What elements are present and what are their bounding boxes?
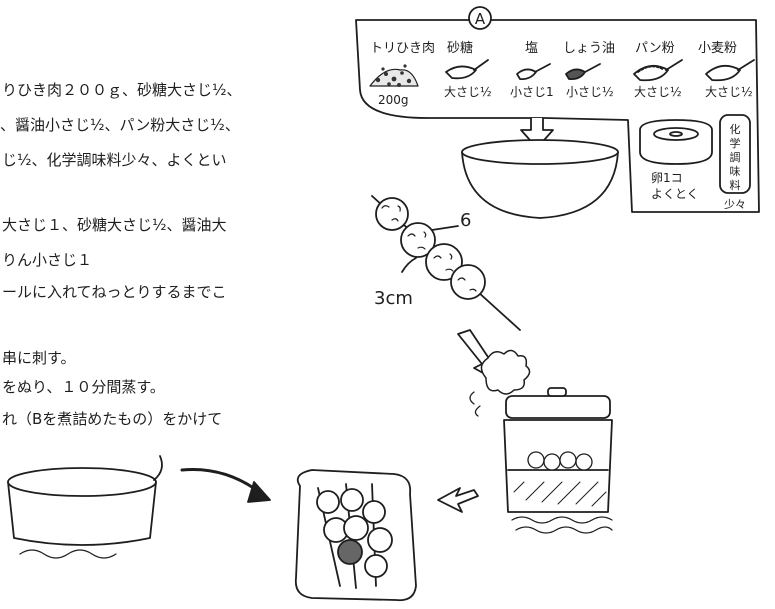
- ground-meat-icon: [369, 64, 419, 87]
- ingredient-name-salt: 塩: [525, 41, 538, 56]
- ball-size-label: 3cm: [374, 288, 413, 309]
- egg-note: よくとく: [651, 187, 699, 201]
- ingredient-amount-flour: 大さじ½: [705, 85, 753, 99]
- egg-dish-icon: [639, 119, 713, 165]
- recipe-line-7: 串に刺す。: [2, 349, 76, 367]
- steamer-pot-icon: [469, 349, 613, 534]
- ingredient-name-sugar: 砂糖: [447, 40, 473, 56]
- curved-arrow-head-icon: [247, 481, 271, 503]
- ingredient-amount-sugar: 大さじ½: [444, 85, 492, 99]
- recipe-text-column: りひき肉２００ｇ、砂糖大さじ½、 、醤油小さじ½、パン粉大さじ½、 じ½、化学調…: [0, 0, 360, 609]
- recipe-line-9: れ（Bを煮詰めたもの）をかけて: [2, 410, 223, 428]
- panko-spoon-icon: [633, 59, 683, 82]
- flour-spoon-icon: [705, 59, 755, 82]
- meatball-skewer-icon: [371, 195, 521, 331]
- count-pointer-line: [431, 225, 459, 231]
- mixing-bowl-icon: [461, 139, 619, 219]
- seasoning-char-2: 学: [730, 136, 741, 150]
- recipe-line-3: じ½、化学調味料少々、よくとい: [2, 151, 227, 169]
- recipe-line-8: をぬり、１０分間蒸す。: [2, 378, 165, 396]
- seasoning-jar-icon: [719, 114, 751, 194]
- seasoning-char-5: 料: [730, 178, 741, 192]
- ingredient-name-panko: パン粉: [635, 41, 675, 56]
- curved-arrow-line: [180, 468, 264, 496]
- sugar-spoon-icon: [445, 59, 489, 80]
- ingredient-name-flour: 小麦粉: [698, 41, 737, 56]
- group-a-badge: A: [468, 6, 492, 30]
- ingredient-name-soy-sauce: しょう油: [563, 41, 615, 56]
- recipe-line-5: りん小さじ１: [2, 251, 93, 269]
- recipe-line-4: 大さじ１、砂糖大さじ½、醤油大: [2, 216, 227, 234]
- seasoning-char-4: 味: [730, 165, 741, 178]
- skewer-count: 6: [460, 210, 471, 231]
- soy-sauce-spoon-icon: [565, 63, 601, 81]
- serving-plate-icon: [294, 469, 417, 602]
- left-arrow-icon: [437, 487, 479, 513]
- size-pointer-line: [401, 257, 417, 273]
- ingredient-name-chicken: トリひき肉: [370, 41, 435, 56]
- ingredients-frame: [355, 19, 760, 213]
- recipe-line-1: りひき肉２００ｇ、砂糖大さじ½、: [2, 81, 242, 99]
- group-a-label: A: [475, 10, 486, 28]
- ingredient-amount-salt: 小さじ1: [510, 85, 554, 99]
- saucepan-icon: [7, 455, 163, 559]
- egg-label: 卵1コ: [651, 171, 683, 185]
- seasoning-char-3: 調: [730, 150, 741, 164]
- recipe-line-2: 、醤油小さじ½、パン粉大さじ½、: [0, 116, 240, 134]
- ingredient-amount-chicken: 200g: [378, 93, 409, 107]
- ingredient-amount-panko: 大さじ½: [634, 85, 682, 99]
- ingredient-amount-soy-sauce: 小さじ½: [566, 85, 614, 99]
- salt-spoon-icon: [516, 63, 551, 81]
- seasoning-amount: 少々: [724, 198, 746, 211]
- seasoning-char-1: 化: [730, 122, 741, 136]
- recipe-line-6: ールに入れてねっとりするまでこ: [2, 283, 227, 301]
